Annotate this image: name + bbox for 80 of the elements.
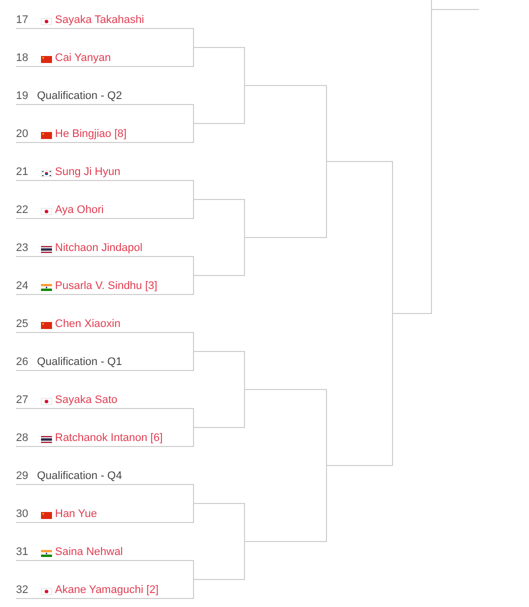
- entry-name: Aya Ohori: [55, 203, 104, 218]
- draw-number: 20: [16, 127, 28, 142]
- bracket-slot: [16, 278, 194, 295]
- bracket-line: [193, 484, 194, 504]
- bracket-line: [193, 351, 194, 371]
- entry-name: Han Yue: [55, 507, 98, 522]
- entry-name: Qualification - Q2: [37, 89, 122, 104]
- bracket-slot: [16, 12, 194, 29]
- bracket-line: [193, 275, 194, 295]
- entry-name: Sayaka Sato: [55, 393, 118, 408]
- draw-number: 25: [16, 317, 28, 332]
- bracket-slot: [16, 240, 194, 257]
- entry-name: Pusarla V. Sindhu [3]: [55, 279, 158, 294]
- draw-number: 21: [16, 165, 28, 180]
- bracket-line: [392, 313, 393, 466]
- bracket-line: [193, 104, 194, 124]
- draw-number: 24: [16, 279, 28, 294]
- bracket-line: [193, 579, 194, 599]
- entry-name: Sayaka Takahashi: [55, 13, 144, 28]
- bracket-line: [326, 389, 327, 466]
- bracket-line: [193, 47, 194, 67]
- bracket-line: [244, 85, 245, 124]
- entry-name: Akane Yamaguchi [2]: [55, 583, 159, 598]
- bracket-slot: [16, 88, 194, 105]
- entry-name: Qualification - Q1: [37, 355, 122, 370]
- bracket-slot: [16, 430, 194, 447]
- bracket-line: [244, 351, 245, 390]
- bracket-line: [244, 47, 245, 86]
- bracket-slot: [16, 126, 194, 143]
- bracket-line: [392, 161, 393, 314]
- bracket-line: [244, 237, 245, 276]
- bracket-slot: [16, 544, 194, 561]
- bracket-line: [431, 9, 432, 314]
- entry-name: Chen Xiaoxin: [55, 317, 120, 332]
- bracket-line: [193, 123, 194, 143]
- draw-number: 28: [16, 431, 28, 446]
- bracket-line: [193, 180, 194, 200]
- bracket-line: [244, 389, 245, 428]
- entry-name: Saina Nehwal: [55, 545, 123, 560]
- bracket-slot: [16, 50, 194, 67]
- draw-number: 27: [16, 393, 28, 408]
- bracket-line: [193, 199, 194, 219]
- entry-name: Ratchanok Intanon [6]: [55, 431, 163, 446]
- entry-name: Sung Ji Hyun: [55, 165, 120, 180]
- bracket-line: [193, 503, 194, 523]
- bracket-slot: [16, 392, 194, 409]
- bracket-slot: [16, 202, 194, 219]
- draw-number: 29: [16, 469, 28, 484]
- bracket-slot: [16, 354, 194, 371]
- draw-number: 31: [16, 545, 28, 560]
- bracket-line: [193, 332, 194, 352]
- bracket-slot: [16, 164, 194, 181]
- bracket-slot: [16, 506, 194, 523]
- draw-number: 18: [16, 51, 28, 66]
- bracket-line: [326, 161, 327, 238]
- draw-number: 32: [16, 583, 28, 598]
- bracket-line: [244, 199, 245, 238]
- draw-number: 30: [16, 507, 28, 522]
- draw-number: 26: [16, 355, 28, 370]
- bracket-line: [431, 0, 432, 10]
- entry-name: He Bingjiao [8]: [55, 127, 127, 142]
- entry-name: Nitchaon Jindapol: [55, 241, 142, 256]
- draw-number: 22: [16, 203, 28, 218]
- entry-name: Cai Yanyan: [55, 51, 111, 66]
- bracket-line: [193, 28, 194, 48]
- bracket-line: [244, 503, 245, 542]
- bracket-line: [244, 541, 245, 580]
- bracket-line: [326, 465, 327, 542]
- bracket-line: [193, 427, 194, 447]
- bracket-slot: [16, 468, 194, 485]
- draw-number: 23: [16, 241, 28, 256]
- draw-number: 19: [16, 89, 28, 104]
- entry-name: Qualification - Q4: [37, 469, 122, 484]
- bracket-slot: [16, 316, 194, 333]
- bracket-line: [326, 85, 327, 162]
- draw-number: 17: [16, 13, 28, 28]
- bracket-line: [193, 408, 194, 428]
- bracket-line: [193, 256, 194, 276]
- bracket-slot: [16, 582, 194, 599]
- bracket-line: [193, 560, 194, 580]
